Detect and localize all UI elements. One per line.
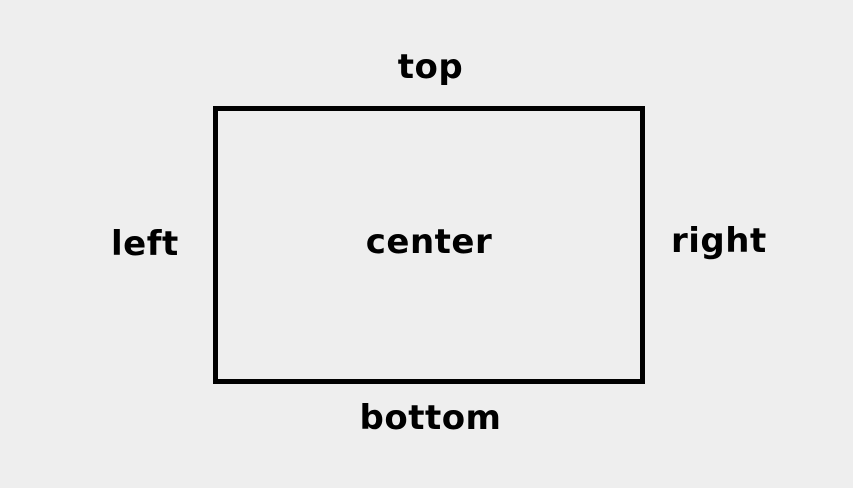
label-right: right [671, 221, 767, 261]
label-bottom: bottom [359, 398, 502, 438]
label-left: left [111, 224, 179, 264]
label-center: center [365, 222, 493, 262]
label-top: top [397, 47, 464, 87]
center-rectangle [213, 106, 645, 384]
